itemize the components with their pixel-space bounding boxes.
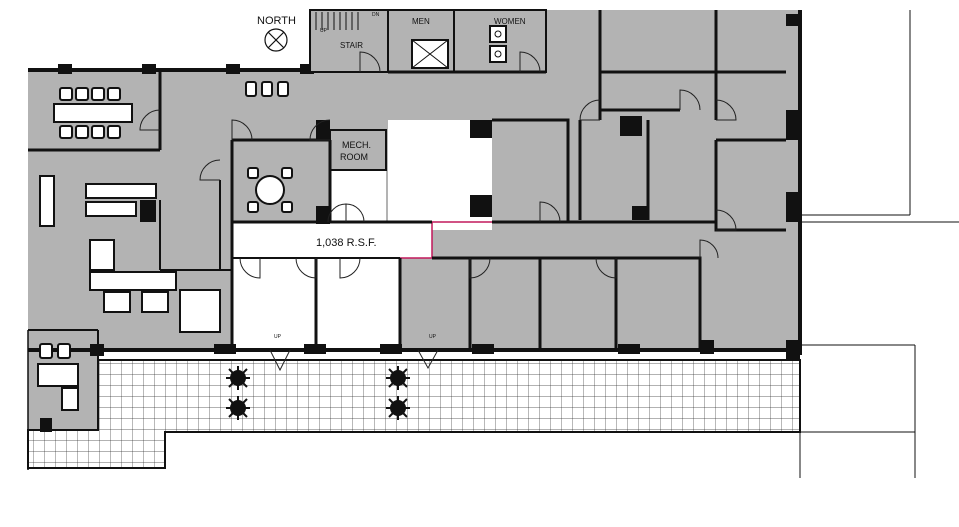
columns bbox=[40, 14, 800, 432]
north-label: NORTH bbox=[257, 15, 296, 27]
east-offices bbox=[492, 10, 786, 232]
conference-chairs bbox=[59, 87, 121, 139]
area-label: 1,038 R.S.F. bbox=[316, 237, 377, 249]
stair-up-label: UP bbox=[320, 28, 328, 34]
up-label-2: UP bbox=[429, 334, 437, 340]
planter-icon bbox=[386, 396, 410, 420]
mech-room bbox=[329, 129, 387, 171]
terrace bbox=[27, 359, 801, 469]
planter-icon bbox=[386, 366, 410, 390]
north-arrow-icon bbox=[264, 28, 288, 52]
mech-room-label-line1: MECH. bbox=[342, 140, 371, 150]
planter-icon bbox=[226, 396, 250, 420]
planter-icon bbox=[226, 366, 250, 390]
core-walls bbox=[309, 9, 547, 74]
mech-room-label-line2: ROOM bbox=[340, 152, 368, 162]
west-wing bbox=[28, 72, 332, 430]
exterior-walls bbox=[27, 10, 959, 478]
available-suite bbox=[232, 120, 492, 352]
stair-label: STAIR bbox=[340, 41, 363, 50]
men-label: MEN bbox=[412, 17, 430, 26]
planters bbox=[226, 366, 410, 420]
women-label: WOMEN bbox=[494, 17, 526, 26]
door-swings bbox=[139, 51, 737, 372]
up-label-1: UP bbox=[274, 334, 282, 340]
stair-steps bbox=[315, 12, 359, 30]
stair-dn-label: DN bbox=[372, 12, 380, 18]
